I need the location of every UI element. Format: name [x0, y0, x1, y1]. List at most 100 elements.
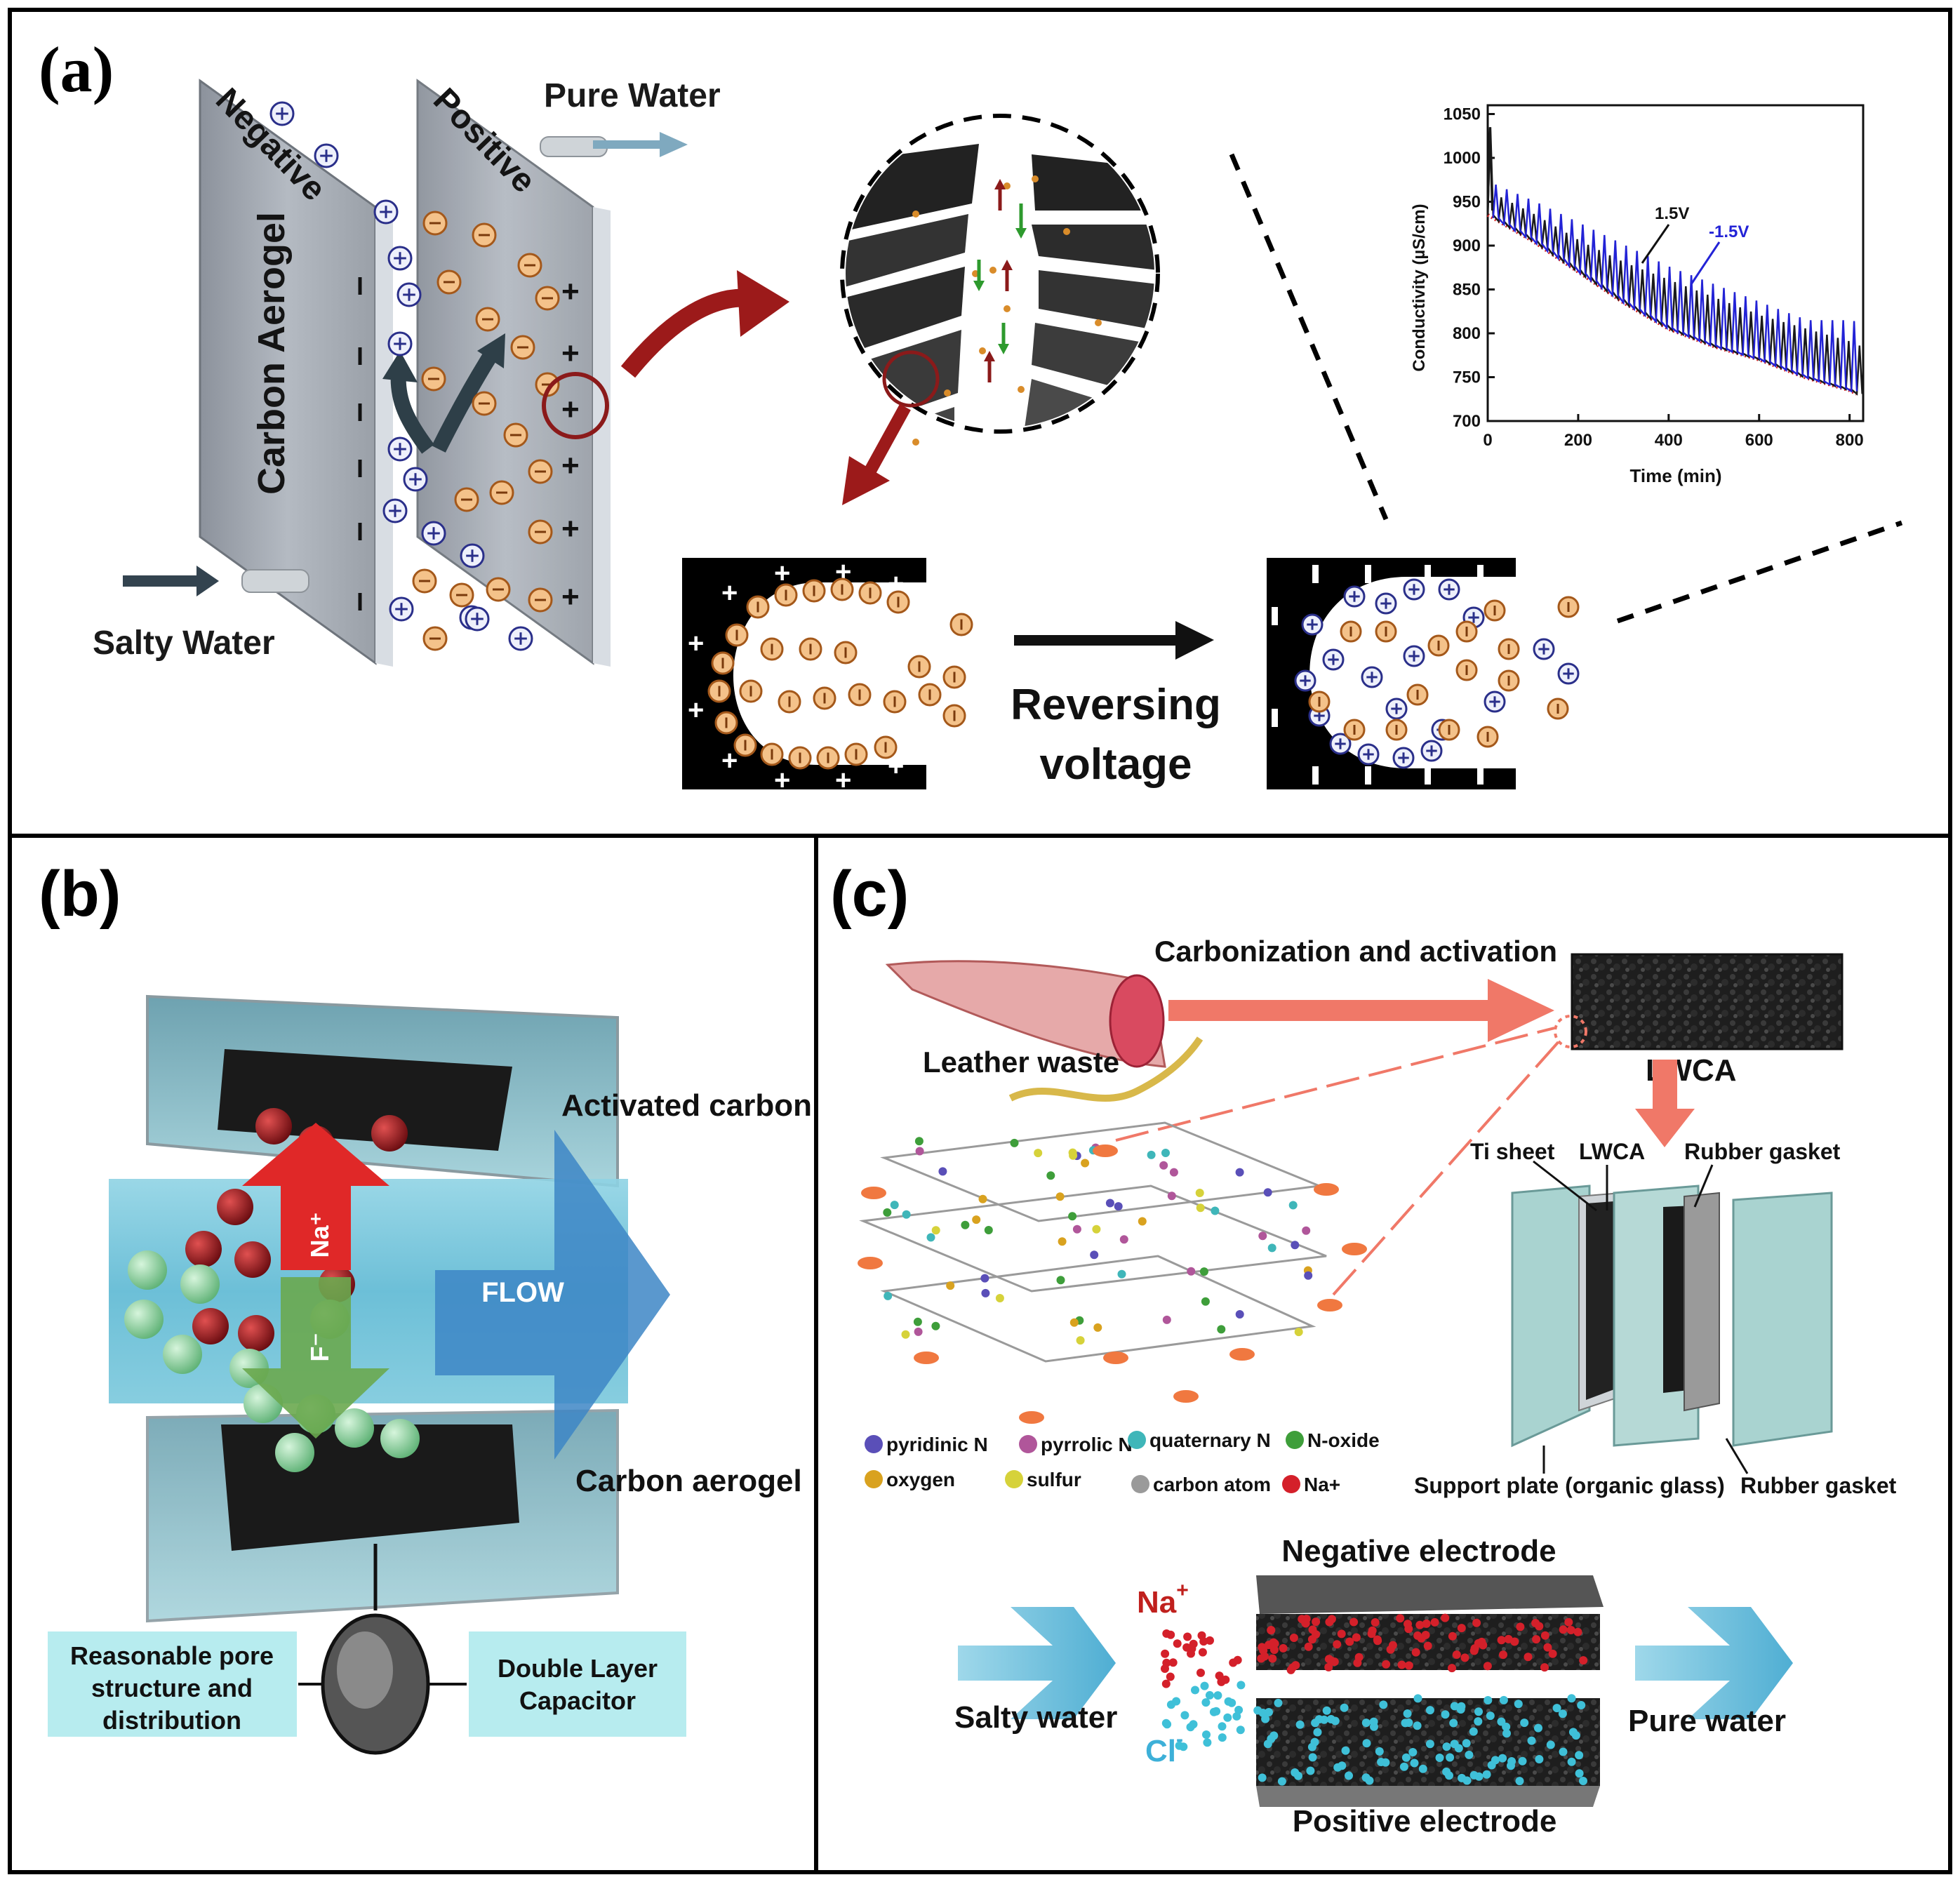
- legend-label: sulfur: [1027, 1469, 1081, 1490]
- y-tick-label: 750: [1453, 368, 1481, 387]
- cl-ion-dot: [1306, 1766, 1315, 1775]
- double-layer-box: [469, 1631, 686, 1737]
- rubber-gasket-top-label: Rubber gasket: [1684, 1139, 1841, 1164]
- cation-icon: [382, 498, 408, 523]
- anion-icon: [510, 335, 535, 360]
- dopant-atom: [901, 1330, 910, 1339]
- y-tick-label: 700: [1453, 412, 1481, 431]
- cation-icon: [269, 101, 295, 126]
- na-ion-trail: [1317, 1299, 1342, 1312]
- legend-swatch: [1131, 1475, 1149, 1493]
- cl-ion-dot: [1465, 1750, 1474, 1759]
- panel-a: (a) Negative Carbon Aerogel Positive + +…: [39, 34, 1903, 796]
- cation-icon: [387, 436, 413, 462]
- annotation-neg1p5v: -1.5V: [1709, 222, 1749, 241]
- dopant-atom: [926, 1233, 935, 1242]
- cation-icon: [508, 626, 533, 651]
- cl-ion-dot: [1218, 1733, 1227, 1742]
- na-ion-dot: [1312, 1617, 1321, 1627]
- dopant-atom: [995, 1294, 1004, 1302]
- dopant-atom: [980, 1274, 989, 1283]
- na-ion-dot: [1396, 1614, 1405, 1623]
- na-ion-dot: [1337, 1629, 1346, 1639]
- dopant-atom: [1169, 1168, 1178, 1177]
- cation-icon: [1357, 743, 1380, 766]
- na-ion-trail: [1229, 1348, 1255, 1361]
- na-ion-dot: [1298, 1615, 1307, 1624]
- anion-icon: [844, 742, 868, 766]
- cation-flow-arrow: [390, 371, 434, 454]
- na-ion-dot: [1162, 1658, 1171, 1667]
- cl-ion-dot: [1333, 1763, 1342, 1772]
- na-ion-dot: [1304, 1642, 1313, 1651]
- cl-minus-text: Cl: [1145, 1734, 1176, 1768]
- cl-ion-dot: [1277, 1777, 1286, 1786]
- cl-ion-dot: [1518, 1756, 1527, 1766]
- dopant-atom: [1105, 1199, 1114, 1208]
- cl-ion-dot: [1403, 1709, 1412, 1718]
- anion-icon: [1343, 719, 1366, 741]
- cl-ion-dot: [1180, 1711, 1189, 1720]
- svg-text:+: +: [561, 512, 580, 546]
- svg-text:+: +: [561, 274, 580, 309]
- aerogel-label: Carbon Aerogel: [251, 212, 293, 495]
- dopant-atom: [1267, 1243, 1276, 1253]
- na-ion-dot: [1559, 1625, 1568, 1634]
- dopant-atom: [1304, 1271, 1313, 1280]
- na-ion-dot: [1388, 1641, 1397, 1650]
- panel-b: (b) FLOW Na⁺ F⁻ Activated carbon Carbon …: [39, 858, 812, 1755]
- dopant-atom: [961, 1220, 970, 1229]
- series-baseline: [1486, 213, 1858, 396]
- legend-swatch: [1286, 1431, 1304, 1449]
- svg-text:+: +: [721, 578, 738, 608]
- na-ion-dot: [1483, 1662, 1492, 1671]
- na-ion-dot: [1269, 1646, 1279, 1655]
- dopant-atom: [1010, 1138, 1019, 1147]
- panel-a-label: (a): [39, 34, 114, 105]
- cation-icon: [1392, 747, 1415, 769]
- legend-swatch: [1019, 1435, 1037, 1453]
- x-tick-label: 800: [1836, 431, 1864, 450]
- cl-ion-dot: [1345, 1771, 1353, 1780]
- anions-group: [412, 211, 560, 651]
- na-ion-dot: [1267, 1626, 1276, 1634]
- dashed-line-1: [1229, 153, 1389, 521]
- dopant-atom: [1068, 1212, 1077, 1221]
- cl-ion-dot: [1484, 1696, 1493, 1704]
- na-ion-dot: [1189, 1639, 1198, 1648]
- cl-ion-dot: [1567, 1694, 1576, 1703]
- na-ion-dot: [1257, 1654, 1266, 1663]
- na-ion-dot: [1452, 1650, 1461, 1659]
- dopant-atom: [1034, 1149, 1043, 1158]
- anion-icon: [1385, 719, 1408, 741]
- lwca-block: [1571, 953, 1844, 1050]
- leather-waste-label: Leather waste: [923, 1046, 1119, 1079]
- cl-ion-dot: [1408, 1748, 1418, 1756]
- na-ion-dot: [1421, 1631, 1430, 1639]
- cl-ion-dot: [1236, 1681, 1246, 1690]
- cl-ion-dot: [1575, 1751, 1584, 1760]
- anion-icon: [799, 637, 822, 661]
- anion-icon: [711, 651, 735, 675]
- cl-ion-dot: [1441, 1710, 1450, 1719]
- cl-ion-dot: [1449, 1719, 1458, 1728]
- support-plate-label: Support plate (organic glass): [1414, 1473, 1725, 1498]
- cl-minus-sup: -: [1176, 1728, 1183, 1751]
- dopant-atom: [914, 1327, 923, 1336]
- anion-icon: [830, 578, 854, 601]
- cl-ion-dot: [1232, 1711, 1241, 1721]
- anion-icon: [1427, 634, 1450, 657]
- series-line-2: [1492, 184, 1858, 393]
- cl-ion-dot: [1263, 1740, 1272, 1749]
- pore-structure-line3: distribution: [102, 1706, 241, 1735]
- cl-ion-dot: [1200, 1681, 1209, 1690]
- anion-icon: [918, 683, 942, 707]
- dopant-atom: [1235, 1168, 1244, 1177]
- anion-icon: [422, 626, 448, 651]
- f-ion-ball: [380, 1419, 420, 1458]
- cation-flow-arrowhead: [382, 351, 418, 382]
- y-tick-label: 1050: [1444, 105, 1481, 124]
- anion-icon: [746, 595, 770, 619]
- cl-ion-dot: [1203, 1738, 1212, 1747]
- anion-icon: [528, 587, 553, 613]
